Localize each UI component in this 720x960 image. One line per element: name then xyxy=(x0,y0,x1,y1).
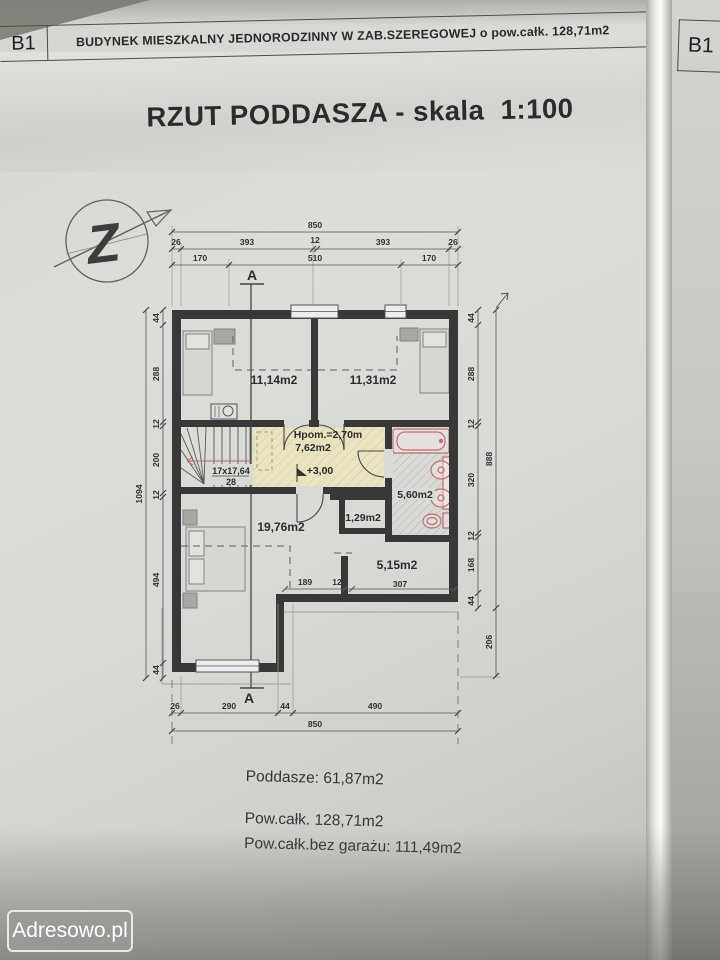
knee-wall-dashed-lines xyxy=(181,336,398,590)
dim-top-393b: 393 xyxy=(376,237,391,247)
dim-top-170a: 170 xyxy=(193,253,208,263)
dim-left-288: 288 xyxy=(151,367,161,382)
dim-left-200: 200 xyxy=(151,453,161,468)
room-label-room-bottom-right: 5,15m2 xyxy=(377,558,418,572)
level-marker xyxy=(296,464,307,482)
room-label-hall: 7,62m2 xyxy=(295,442,331,454)
next-page: B1 xyxy=(672,0,720,960)
dim-right-total: 888 xyxy=(484,452,494,467)
washbasin xyxy=(430,460,452,480)
dim-left-total: 1094 xyxy=(134,484,144,503)
north-arrow-icon: Z xyxy=(53,199,173,283)
stairs-width: 28 xyxy=(226,477,236,487)
dim-right-44a: 44 xyxy=(466,313,476,323)
dim-top-170b: 170 xyxy=(422,253,437,263)
eaves-outline xyxy=(161,608,458,685)
dim-top-26b: 26 xyxy=(448,237,458,247)
room-label-bathroom: 5,60m2 xyxy=(397,489,433,501)
hall-height-note: Hpom.=2,70m xyxy=(294,429,363,441)
room-label-bedroom-left: 11,14m2 xyxy=(251,373,298,387)
furniture xyxy=(182,327,450,609)
paper-sheet: B1 BUDYNEK MIESZKALNY JEDNORODZINNY W ZA… xyxy=(0,0,653,960)
interior-dimension-line xyxy=(281,585,459,593)
dim-right-168: 168 xyxy=(466,558,476,573)
page-edge xyxy=(646,0,674,960)
hall-level: +3,00 xyxy=(307,465,334,477)
dim-bottom-26: 26 xyxy=(170,701,180,711)
door-swings xyxy=(283,424,385,523)
dim-bottom-total: 850 xyxy=(308,719,323,729)
staircase xyxy=(180,426,252,487)
north-letter: Z xyxy=(81,212,125,276)
area-summary: Poddasze: 61,87m2 Pow.całk. 128,71m2 Pow… xyxy=(244,768,463,858)
dim-bottom-490: 490 xyxy=(368,701,383,711)
dim-left-12a: 12 xyxy=(151,419,161,429)
dim-right-288: 288 xyxy=(466,367,476,382)
nightstand xyxy=(213,328,236,345)
dim-bottom-290: 290 xyxy=(222,701,237,711)
top-edge-shading xyxy=(0,0,652,26)
dim-left-44a: 44 xyxy=(151,313,161,323)
dim-left-12b: 12 xyxy=(151,490,161,500)
door-openings xyxy=(284,419,393,495)
dim-left-44b: 44 xyxy=(151,665,161,675)
dim-bottom-44: 44 xyxy=(280,701,290,711)
dim-left-494: 494 xyxy=(151,573,161,588)
dim-right-206: 206 xyxy=(484,635,494,650)
toilet-bowl xyxy=(422,513,442,529)
dim-right-44b: 44 xyxy=(466,596,476,606)
dimensions-right xyxy=(474,292,509,680)
hall-floor-shading xyxy=(253,427,392,487)
room-label-bedroom-right: 11,31m2 xyxy=(350,373,397,387)
reference-dashed-lines xyxy=(171,612,459,744)
windows xyxy=(195,304,407,673)
dim-right-320: 320 xyxy=(466,473,476,488)
dim-top-393a: 393 xyxy=(240,237,255,247)
room-label-closet: 1,29m2 xyxy=(345,512,381,524)
paper-crease xyxy=(0,52,652,172)
dim-top-26a: 26 xyxy=(171,237,181,247)
dim-right-12b: 12 xyxy=(466,531,476,541)
room-label-bedroom-bottom: 19,76m2 xyxy=(257,520,305,534)
nightstand xyxy=(182,592,198,609)
dim-interior-189: 189 xyxy=(298,577,313,587)
dim-top-510: 510 xyxy=(308,253,323,263)
dim-interior-307: 307 xyxy=(393,579,408,589)
nightstand xyxy=(182,509,198,526)
nightstand xyxy=(399,327,419,342)
dim-top-12: 12 xyxy=(310,235,320,245)
dimensions-bottom xyxy=(168,709,462,735)
dim-right-12a: 12 xyxy=(466,419,476,429)
dim-top-total: 850 xyxy=(308,220,323,230)
extension-lines xyxy=(171,226,500,716)
stairs-spec: 17x17,64 xyxy=(212,466,250,476)
dim-interior-12: 12 xyxy=(332,577,342,587)
section-label-top: A xyxy=(247,267,257,283)
label-halo xyxy=(394,488,435,500)
section-label-bottom: A xyxy=(244,690,254,706)
dimensions-top xyxy=(168,228,462,269)
summary-total: Pow.całk. 128,71m2 xyxy=(244,809,384,831)
next-sheet-code: B1 xyxy=(677,19,720,73)
watermark-adresowo: Adresowo.pl xyxy=(7,910,133,952)
section-line-a: A A xyxy=(240,267,264,706)
dimensions-left xyxy=(142,306,167,682)
